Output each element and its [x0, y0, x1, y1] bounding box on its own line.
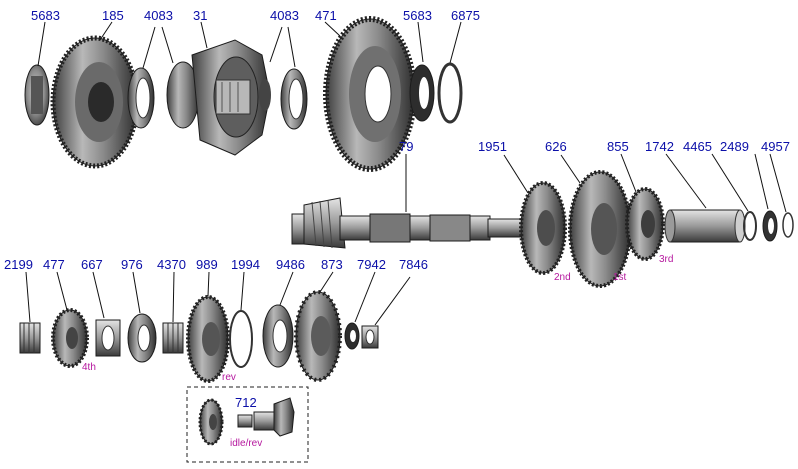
leader-lines — [25, 21, 787, 326]
tag-rev: rev — [222, 372, 236, 383]
label-4083-left: 4083 — [144, 8, 173, 23]
tag-4th: 4th — [82, 362, 96, 373]
label-7942: 7942 — [357, 257, 386, 272]
label-4083-right: 4083 — [270, 8, 299, 23]
part-6875-snap-ring — [437, 62, 463, 124]
label-5683-top-right: 5683 — [403, 8, 432, 23]
label-1994: 1994 — [231, 257, 260, 272]
label-2199: 2199 — [4, 257, 33, 272]
label-5683-top-left: 5683 — [31, 8, 60, 23]
part-5683-washer-top — [24, 64, 50, 126]
label-185: 185 — [102, 8, 124, 23]
part-79-main-shaft — [291, 197, 523, 249]
part-471-final-drive-gear — [323, 16, 417, 172]
part-7846-nut — [361, 325, 379, 349]
label-1951: 1951 — [478, 139, 507, 154]
label-4370: 4370 — [157, 257, 186, 272]
part-31-differential-housing — [166, 39, 271, 156]
label-6875: 6875 — [451, 8, 480, 23]
label-9486: 9486 — [276, 257, 305, 272]
label-79: 79 — [399, 139, 413, 154]
tag-1st: 1st — [613, 272, 627, 283]
label-989: 989 — [196, 257, 218, 272]
label-2489: 2489 — [720, 139, 749, 154]
tag-idle-rev: idle/rev — [230, 438, 262, 449]
part-1951-second-gear — [519, 181, 567, 275]
part-2489-bearing — [762, 210, 778, 242]
part-2199-needle-bearing — [19, 322, 41, 354]
label-477: 477 — [43, 257, 65, 272]
part-667-hub — [95, 319, 121, 357]
part-185-ring-gear — [50, 35, 140, 169]
label-31: 31 — [193, 8, 207, 23]
label-626: 626 — [545, 139, 567, 154]
part-1994-snap-ring — [229, 310, 253, 368]
label-4957: 4957 — [761, 139, 790, 154]
label-1742: 1742 — [645, 139, 674, 154]
tag-3rd: 3rd — [659, 254, 673, 265]
label-712: 712 — [235, 395, 257, 410]
part-5683-shim — [409, 64, 435, 122]
part-4465-ring — [743, 211, 757, 241]
label-976: 976 — [121, 257, 143, 272]
label-4465: 4465 — [683, 139, 712, 154]
part-4083-race-right — [280, 68, 308, 130]
part-7942-washer — [344, 322, 360, 350]
part-4370-needle-bearing — [162, 322, 184, 354]
part-9486-bearing — [262, 304, 294, 368]
part-712-idler-gear — [198, 397, 295, 446]
part-4083-race-left — [127, 67, 155, 129]
label-667: 667 — [81, 257, 103, 272]
label-7846: 7846 — [399, 257, 428, 272]
part-873-synchro-hub — [294, 290, 342, 382]
label-873: 873 — [321, 257, 343, 272]
part-4957-ring — [782, 212, 794, 238]
part-477-fourth-gear — [51, 308, 89, 368]
part-1742-sleeve — [664, 209, 746, 243]
part-989-reverse-gear — [186, 295, 230, 383]
part-626-first-gear — [568, 170, 632, 288]
label-855: 855 — [607, 139, 629, 154]
label-471: 471 — [315, 8, 337, 23]
part-976-synchro — [127, 313, 157, 363]
tag-2nd: 2nd — [554, 272, 571, 283]
part-855-third-gear — [625, 187, 665, 261]
